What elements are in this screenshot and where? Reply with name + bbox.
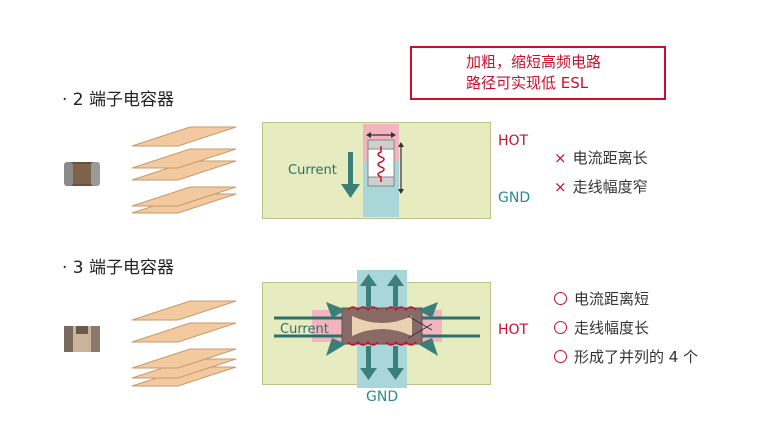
cross-mark-icon: × [554,178,567,196]
three-terminal-chip-image [64,326,100,352]
feature-text: 电流距离长 [572,149,648,167]
two-terminal-chip-image [64,162,100,186]
two-terminal-board-diagram: Current [262,122,491,219]
feature-text: 电流距离短 [574,290,650,308]
three-terminal-title: · 3 端子电容器 [62,258,175,278]
circle-mark-icon [554,321,567,334]
circle-mark-icon [554,292,567,305]
three-terminal-feature-1: 电流距离短 [554,288,649,309]
three-terminal-gnd-label: GND [366,389,399,405]
two-terminal-graphics [64,126,237,214]
three-terminal-plate-stack [131,300,237,387]
esl-callout-box: 加粗，缩短高频电路 路径可实现低 ESL [410,46,666,100]
callout-line-2: 路径可实现低 ESL [466,74,589,92]
cross-mark-icon: × [554,149,567,167]
three-terminal-feature-2: 走线幅度长 [554,317,649,338]
callout-line-1: 加粗，缩短高频电路 [466,53,602,71]
two-terminal-title: · 2 端子电容器 [62,90,175,110]
circle-mark-icon [554,350,567,363]
two-terminal-hot-label: HOT [498,133,529,149]
two-terminal-plate-stack [131,126,237,214]
feature-text: 走线幅度窄 [572,178,648,196]
feature-text: 走线幅度长 [574,319,650,337]
three-terminal-hot-label: HOT [498,322,529,338]
three-terminal-board-diagram: Current [262,270,491,388]
feature-text: 形成了并列的 4 个 [574,348,699,366]
three-terminal-graphics [64,300,237,387]
three-terminal-feature-3: 形成了并列的 4 个 [554,346,698,367]
three-terminal-current-label: Current [280,322,329,337]
two-terminal-feature-1: × 电流距离长 [554,147,648,168]
two-terminal-gnd-label: GND [498,190,531,206]
two-terminal-feature-2: × 走线幅度窄 [554,176,648,197]
two-terminal-current-label: Current [288,163,337,178]
